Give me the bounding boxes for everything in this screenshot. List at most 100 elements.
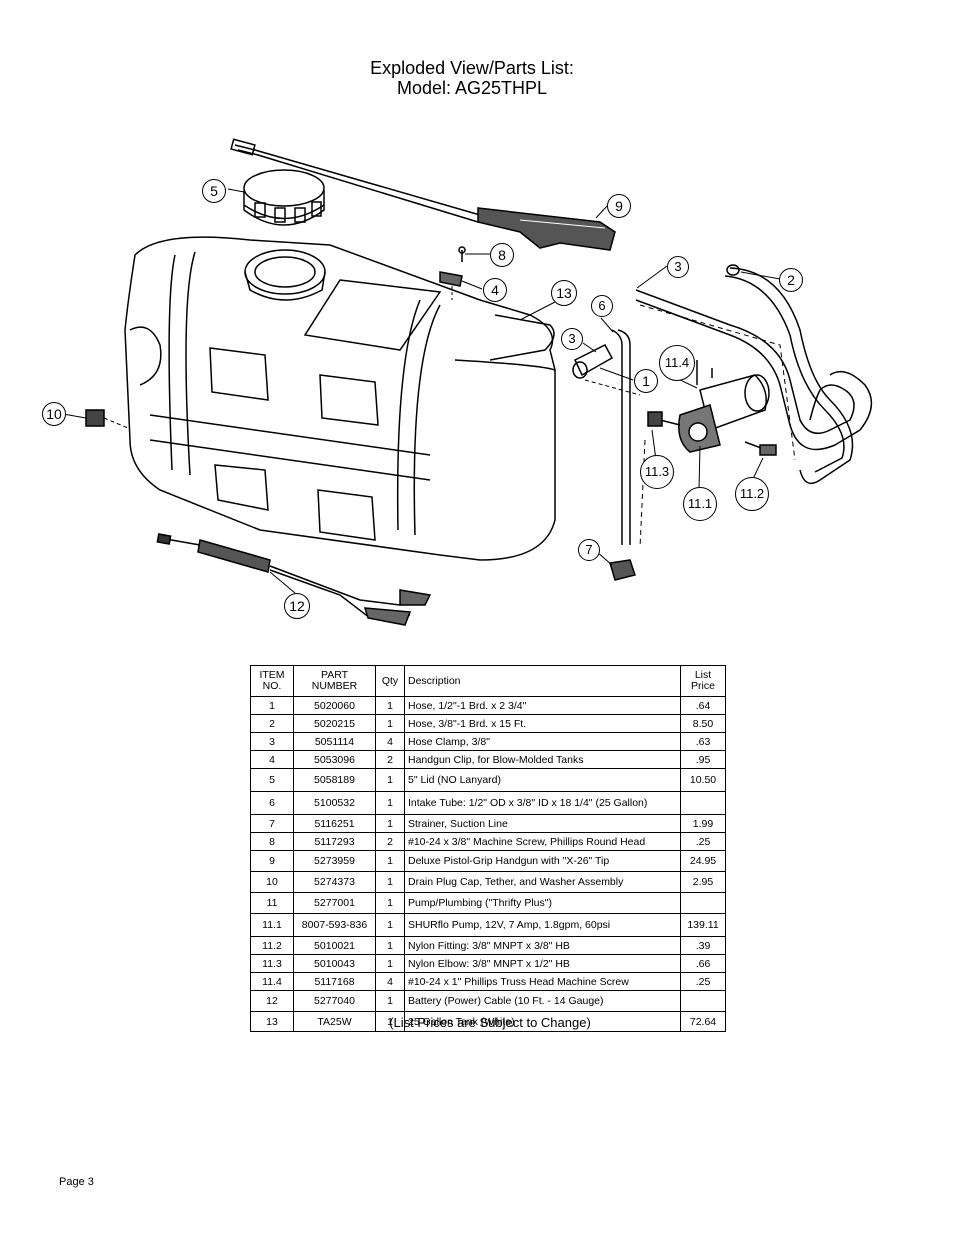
cell-qty: 1: [375, 990, 405, 1012]
cell-item-no: 5: [250, 768, 294, 792]
header-list-price: List Price: [680, 665, 726, 697]
fitting-drawing: [572, 344, 641, 396]
cell-description: Drain Plug Cap, Tether, and Washer Assem…: [404, 871, 681, 893]
cell-item-no: 8: [250, 832, 294, 851]
cell-list-price: 72.64: [680, 1011, 726, 1032]
cell-qty: 1: [375, 936, 405, 955]
cell-list-price: 8.50: [680, 714, 726, 733]
cell-item-no: 12: [250, 990, 294, 1012]
cell-item-no: 6: [250, 791, 294, 815]
cell-description: Hose, 1/2"-1 Brd. x 2 3/4": [404, 696, 681, 715]
clip-drawing: [439, 246, 466, 300]
cell-item-no: 3: [250, 732, 294, 751]
cell-description: Hose Clamp, 3/8": [404, 732, 681, 751]
cell-qty: 1: [375, 791, 405, 815]
cell-list-price: .66: [680, 954, 726, 973]
cell-part-number: 8007-593-836: [293, 913, 376, 937]
cell-list-price: 2.95: [680, 871, 726, 893]
cell-qty: 1: [375, 850, 405, 872]
cell-description: Intake Tube: 1/2" OD x 3/8" ID x 18 1/4"…: [404, 791, 681, 815]
cell-list-price: [680, 892, 726, 914]
cell-part-number: 5117293: [293, 832, 376, 851]
cell-description: 25 Gallon Tank (White): [404, 1011, 681, 1032]
callout-6: 6: [591, 295, 613, 317]
callout-11-2: 11.2: [735, 477, 769, 511]
cell-list-price: [680, 990, 726, 1012]
intake-tube-drawing: [609, 329, 636, 581]
callout-3-top: 3: [667, 256, 689, 278]
callout-13: 13: [551, 280, 577, 306]
cell-item-no: 1: [250, 696, 294, 715]
cell-qty: 1: [375, 954, 405, 973]
cell-item-no: 7: [250, 814, 294, 833]
header-qty: Qty: [375, 665, 405, 697]
cell-part-number: 5010021: [293, 936, 376, 955]
cell-list-price: .63: [680, 732, 726, 751]
cell-description: #10-24 x 3/8" Machine Screw, Phillips Ro…: [404, 832, 681, 851]
cell-list-price: .64: [680, 696, 726, 715]
cell-part-number: TA25W: [293, 1011, 376, 1032]
cell-part-number: 5117168: [293, 972, 376, 991]
cell-part-number: 5277040: [293, 990, 376, 1012]
price-note: (List Prices are Subject to Change): [389, 1015, 591, 1030]
cell-description: Battery (Power) Cable (10 Ft. - 14 Gauge…: [404, 990, 681, 1012]
cell-description: Strainer, Suction Line: [404, 814, 681, 833]
callouts: [62, 188, 781, 594]
callout-5: 5: [202, 179, 226, 203]
exploded-view-diagram: [62, 138, 873, 626]
cell-qty: 1: [375, 871, 405, 893]
cell-item-no: 11.3: [250, 954, 294, 973]
drain-plug-drawing: [85, 409, 129, 429]
cell-part-number: 5273959: [293, 850, 376, 872]
cell-item-no: 9: [250, 850, 294, 872]
cell-qty: 2: [375, 750, 405, 769]
cell-part-number: 5277001: [293, 892, 376, 914]
cell-part-number: 5020215: [293, 714, 376, 733]
cell-list-price: 139.11: [680, 913, 726, 937]
cell-description: #10-24 x 1" Phillips Truss Head Machine …: [404, 972, 681, 991]
cell-description: 5" Lid (NO Lanyard): [404, 768, 681, 792]
cell-list-price: 24.95: [680, 850, 726, 872]
cell-part-number: 5116251: [293, 814, 376, 833]
cell-description: Deluxe Pistol-Grip Handgun with "X-26" T…: [404, 850, 681, 872]
cell-item-no: 2: [250, 714, 294, 733]
callout-1: 1: [634, 369, 658, 393]
cell-qty: 4: [375, 972, 405, 991]
handgun-drawing: [230, 138, 616, 251]
cell-list-price: [680, 791, 726, 815]
cell-qty: 1: [375, 814, 405, 833]
cell-part-number: 5010043: [293, 954, 376, 973]
callout-11-3: 11.3: [640, 455, 674, 489]
cell-item-no: 4: [250, 750, 294, 769]
cell-qty: 1: [375, 892, 405, 914]
cell-qty: 4: [375, 732, 405, 751]
cell-part-number: 5274373: [293, 871, 376, 893]
cell-description: Nylon Fitting: 3/8" MNPT x 3/8" HB: [404, 936, 681, 955]
callout-8: 8: [490, 243, 514, 267]
cell-part-number: 5051114: [293, 732, 376, 751]
cell-item-no: 11.4: [250, 972, 294, 991]
cell-description: Nylon Elbow: 3/8" MNPT x 1/2" HB: [404, 954, 681, 973]
callout-3-mid: 3: [561, 328, 583, 350]
cell-description: Handgun Clip, for Blow-Molded Tanks: [404, 750, 681, 769]
title-line-2: Model: AG25THPL: [396, 78, 548, 98]
cell-part-number: 5020060: [293, 696, 376, 715]
header-part-number: PART NUMBER: [293, 665, 376, 697]
cell-item-no: 10: [250, 871, 294, 893]
